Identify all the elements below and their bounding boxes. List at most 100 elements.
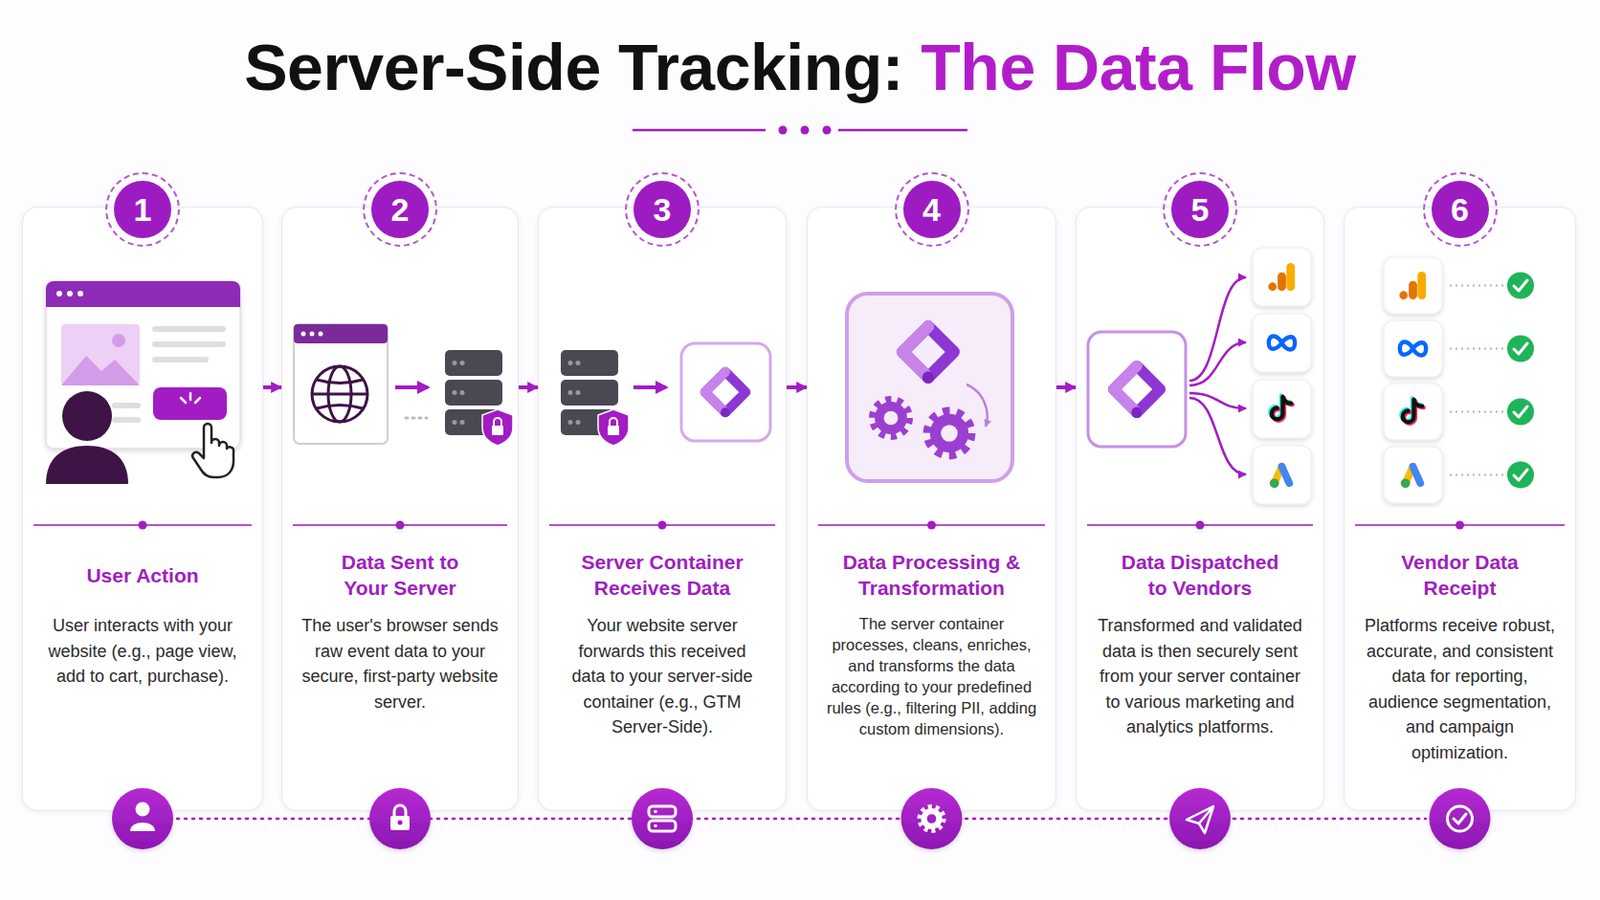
card-divider xyxy=(549,524,776,527)
vendor-receipt-illustration xyxy=(1507,399,1534,426)
bottom-icon-row xyxy=(631,788,693,850)
bottom-icon-row xyxy=(177,818,1426,822)
user-browser-illustration xyxy=(61,324,140,386)
step-heading: Data Processing & Transformation xyxy=(833,548,1030,602)
user-browser-illustration xyxy=(192,423,234,478)
vendor-receipt-illustration xyxy=(1383,383,1443,441)
step-description: Platforms receive robust, accurate, and … xyxy=(1361,613,1558,766)
vendor-receipt-illustration xyxy=(1399,271,1426,300)
browser-to-server-illustration xyxy=(444,409,503,436)
user-browser-illustration xyxy=(155,356,206,363)
bottom-icon-row xyxy=(111,788,1491,850)
vendor-receipt-illustration xyxy=(1383,257,1443,504)
step-description: The server container processes, cleans, … xyxy=(823,613,1040,740)
vendor-receipt-illustration xyxy=(1507,335,1534,363)
server-to-container-illustration xyxy=(560,343,771,446)
bottom-icon-row xyxy=(1447,806,1473,832)
title-divider xyxy=(800,126,810,135)
title-divider xyxy=(778,126,788,135)
bottom-icon-row xyxy=(653,810,658,815)
browser-to-server-illustration xyxy=(444,350,503,377)
server-to-container-illustration xyxy=(560,350,619,377)
step-description: Transformed and validated data is then s… xyxy=(1092,613,1309,741)
user-browser-illustration xyxy=(155,341,223,348)
browser-to-server-illustration xyxy=(293,324,388,445)
step-card: 1User ActionUser interacts with your web… xyxy=(22,206,264,812)
vendor-receipt-illustration xyxy=(1400,398,1423,423)
bottom-icon-row xyxy=(130,822,156,832)
bottom-icon-row xyxy=(648,806,676,818)
step-description: Your website server forwards this receiv… xyxy=(566,613,758,741)
browser-to-server-illustration xyxy=(316,379,363,384)
processing-illustration xyxy=(966,384,988,427)
step-number: 4 xyxy=(903,180,961,239)
card-divider xyxy=(927,521,936,531)
server-to-container-illustration xyxy=(607,425,620,436)
user-browser-illustration xyxy=(66,290,73,297)
dispatch-illustration xyxy=(1269,466,1289,489)
server-to-container-illustration xyxy=(576,390,581,396)
browser-to-server-illustration xyxy=(460,390,466,396)
browser-to-server-illustration xyxy=(452,360,466,425)
vendor-receipt-illustration xyxy=(1400,342,1426,356)
browser-to-server-illustration xyxy=(493,418,502,426)
browser-to-server-illustration xyxy=(405,417,427,421)
server-to-container-illustration xyxy=(568,390,574,396)
processing-illustration xyxy=(927,411,971,455)
user-browser-illustration xyxy=(45,281,241,449)
vendor-receipt-illustration xyxy=(1513,343,1528,355)
dispatch-illustration xyxy=(1088,332,1186,447)
browser-to-server-illustration xyxy=(452,420,458,425)
browser-to-server-illustration xyxy=(316,405,363,410)
step-heading: Data Dispatched to Vendors xyxy=(1113,548,1287,602)
browser-to-server-illustration xyxy=(444,379,503,406)
step-description: User interacts with your website (e.g., … xyxy=(40,613,246,690)
user-browser-illustration xyxy=(61,355,140,386)
user-browser-illustration xyxy=(195,398,200,403)
dispatch-illustration xyxy=(1252,247,1312,505)
user-browser-illustration xyxy=(114,329,223,421)
server-to-container-illustration xyxy=(598,409,629,446)
server-to-container-illustration xyxy=(576,360,581,366)
browser-to-server-illustration xyxy=(452,360,458,366)
browser-to-server-illustration xyxy=(293,324,388,344)
bottom-icon-row xyxy=(653,824,658,829)
user-browser-illustration xyxy=(180,398,186,403)
bottom-icon-row xyxy=(901,788,963,850)
bottom-icon-row xyxy=(1169,788,1231,850)
step-number: 5 xyxy=(1171,180,1229,239)
vendor-receipt-illustration xyxy=(1513,406,1528,418)
browser-to-server-illustration xyxy=(460,420,466,425)
browser-to-server-illustration xyxy=(311,366,368,423)
step-number: 1 xyxy=(113,180,172,239)
browser-to-server-illustration xyxy=(301,332,307,337)
bottom-icon-row xyxy=(1453,814,1467,824)
step-heading: Server Container Receives Data xyxy=(576,548,749,602)
title-area: Server-Side Tracking: The Data Flow xyxy=(0,28,1600,106)
user-browser-illustration xyxy=(45,445,129,485)
dispatch-illustration xyxy=(1252,445,1312,505)
server-to-container-illustration xyxy=(609,418,618,426)
card-divider xyxy=(33,524,252,527)
card-divider xyxy=(396,521,405,531)
vendor-receipt-illustration xyxy=(1383,446,1443,504)
browser-to-server-illustration xyxy=(311,393,368,397)
dispatch-illustration xyxy=(1088,247,1312,505)
dispatch-illustration xyxy=(1267,263,1295,291)
user-browser-illustration xyxy=(155,326,223,333)
flow-arrow xyxy=(1056,385,1076,390)
bottom-icon-row xyxy=(919,807,944,832)
user-browser-illustration xyxy=(114,417,138,423)
bottom-icon-row xyxy=(135,802,151,818)
vendor-receipt-illustration xyxy=(1507,272,1534,300)
vendor-receipt-illustration xyxy=(1383,257,1443,314)
vendor-receipt-illustration xyxy=(1449,286,1505,476)
dispatch-illustration xyxy=(1189,277,1246,475)
card-divider xyxy=(33,521,1565,531)
step-number: 6 xyxy=(1431,180,1489,239)
vendor-receipt-illustration xyxy=(1383,257,1534,504)
processing-illustration xyxy=(846,293,1013,482)
step-heading: User Action xyxy=(46,548,239,602)
step-card: 2Data Sent to Your ServerThe user's brow… xyxy=(281,206,519,812)
